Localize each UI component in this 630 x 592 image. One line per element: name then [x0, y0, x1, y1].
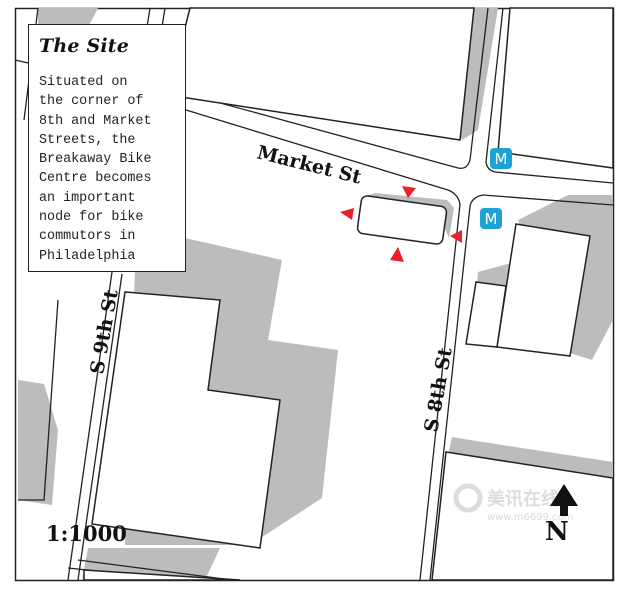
watermark-text: 美讯在线 — [487, 488, 559, 510]
metro-icon — [490, 148, 512, 169]
metro-north: M — [490, 148, 512, 169]
marker-north-icon — [402, 186, 416, 198]
scale-label: 1:1000 — [46, 521, 127, 546]
marker-east-icon — [450, 230, 462, 243]
metro-label: M — [485, 210, 498, 228]
building-southeast — [431, 451, 614, 581]
marker-west-icon — [340, 208, 354, 220]
building-top-right — [497, 7, 614, 169]
street-lines — [14, 7, 614, 581]
buildings — [91, 7, 614, 581]
metro-south: M — [480, 208, 502, 229]
site-building — [356, 195, 448, 245]
watermark-logo-icon — [453, 483, 483, 513]
bottom-left-building — [83, 569, 241, 581]
watermark-url: www.m6699.com — [487, 512, 574, 523]
watermark: 美讯在线 www.m6699.com — [453, 483, 574, 523]
info-box: The Site Situated on the corner of 8th a… — [28, 24, 186, 272]
building-southwest — [91, 291, 281, 549]
building-east-small — [465, 281, 507, 348]
north-label: N — [545, 517, 569, 547]
metro-label: M — [495, 150, 508, 168]
marker-south-icon — [390, 247, 404, 262]
info-title: The Site — [39, 35, 130, 57]
metro-icon — [480, 208, 502, 229]
north-arrow-icon — [550, 484, 578, 506]
site-markers — [340, 186, 462, 262]
north-arrow: N — [545, 484, 578, 547]
info-body: Situated on the corner of 8th and Market… — [39, 75, 152, 264]
